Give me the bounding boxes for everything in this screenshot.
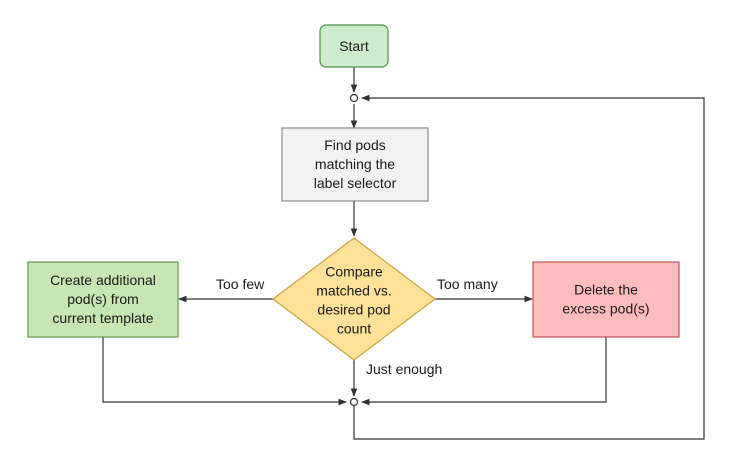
edge-label-just-enough: Just enough (366, 361, 442, 377)
start-line: Start (339, 38, 369, 54)
create-line: pod(s) from (67, 291, 139, 307)
find-pods-line: matching the (315, 156, 395, 172)
find-pods-line: label selector (314, 175, 397, 191)
connectors (102, 67, 705, 440)
edge-label-too-many: Too many (437, 276, 498, 292)
node-create-text: Create additional pod(s) from current temp… (50, 272, 156, 326)
create-line: Create additional (50, 272, 156, 288)
edge-label-too-few: Too few (216, 276, 265, 292)
edge-delete-to-merge (361, 337, 607, 406)
node-delete-text: Delete the excess pod(s) (562, 282, 649, 317)
compare-line: count (337, 321, 371, 337)
delete-line: excess pod(s) (562, 301, 649, 317)
junction-top (349, 93, 359, 103)
node-delete (532, 261, 680, 338)
node-start (319, 24, 389, 68)
node-start-text: Start (339, 38, 369, 54)
node-compare-text: Compare matched vs. desired pod count (316, 264, 391, 337)
find-pods-line: Find pods (324, 137, 385, 153)
node-find-pods-text: Find pods matching the label selector (314, 137, 397, 191)
edge-create-to-merge (102, 337, 347, 406)
node-find-pods (281, 127, 429, 202)
junction-merge (349, 397, 359, 407)
compare-line: matched vs. (316, 283, 391, 299)
delete-line: Delete the (574, 282, 638, 298)
edge-loop-back (353, 94, 705, 440)
node-create (27, 261, 179, 338)
compare-line: desired pod (317, 302, 390, 318)
create-line: current template (52, 310, 153, 326)
compare-line: Compare (325, 264, 383, 280)
node-compare (272, 237, 436, 361)
